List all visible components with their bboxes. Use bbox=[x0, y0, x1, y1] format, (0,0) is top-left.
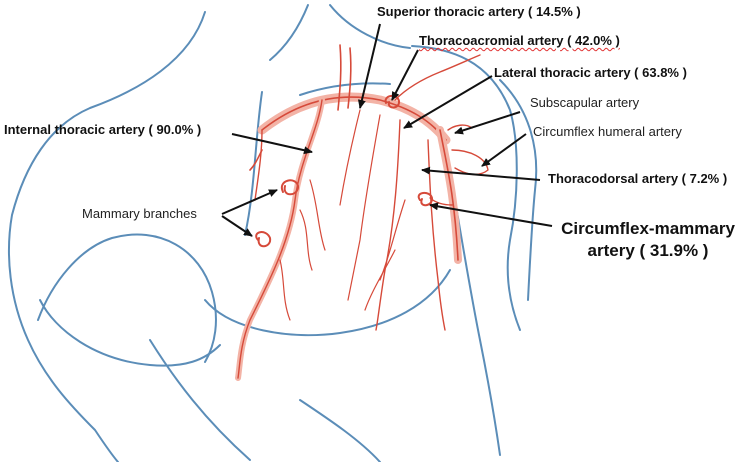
label-subscapular: Subscapular artery bbox=[530, 96, 639, 111]
label-circumflex-mammary-line1: Circumflex-mammary bbox=[550, 218, 746, 240]
right-breast-outline bbox=[205, 270, 450, 335]
annotation-arrows bbox=[222, 24, 552, 236]
label-mammary-branches: Mammary branches bbox=[82, 207, 197, 222]
label-thoracoacromial-text: Thoracoacromial artery ( 42.0% ) bbox=[419, 33, 620, 48]
label-thoracoacromial: Thoracoacromial artery ( 42.0% ) bbox=[419, 34, 620, 49]
arrow-circumflex-humeral bbox=[482, 134, 526, 166]
neck-left bbox=[270, 5, 308, 60]
label-circumflex-mammary-line2: artery ( 31.9% ) bbox=[550, 240, 746, 262]
mammary-branch-coil-lower bbox=[256, 232, 270, 246]
arrow-thoracodorsal bbox=[422, 170, 540, 180]
branch-a bbox=[340, 110, 360, 205]
arrow-thoracoacromial bbox=[392, 50, 418, 100]
arrow-subscapular bbox=[455, 112, 520, 133]
shoulder-right bbox=[412, 46, 520, 330]
left-arm-outline bbox=[9, 12, 205, 462]
branch-d bbox=[380, 200, 405, 280]
lateral-thoracic-path bbox=[376, 120, 400, 330]
label-lateral-thoracic: Lateral thoracic artery ( 63.8% ) bbox=[494, 66, 687, 81]
branch-e bbox=[300, 210, 312, 270]
arrow-internal-thoracic bbox=[232, 134, 312, 152]
left-breast-outline bbox=[40, 300, 220, 366]
circumflex-mammary-coil bbox=[419, 193, 432, 205]
branch-c bbox=[310, 180, 325, 250]
torso-lower bbox=[300, 400, 380, 462]
label-circumflex-mammary: Circumflex-mammary artery ( 31.9% ) bbox=[550, 218, 746, 262]
thoracodorsal-path bbox=[428, 140, 445, 330]
label-internal-thoracic: Internal thoracic artery ( 90.0% ) bbox=[4, 123, 201, 138]
internal-thoracic-path bbox=[238, 100, 322, 378]
left-arm-inner bbox=[38, 235, 216, 362]
label-superior-thoracic: Superior thoracic artery ( 14.5% ) bbox=[377, 5, 581, 20]
label-thoracodorsal: Thoracodorsal artery ( 7.2% ) bbox=[548, 172, 727, 187]
circumflex-humeral-loop bbox=[452, 150, 488, 174]
thoracoacromial-branch bbox=[395, 55, 480, 100]
branch-g bbox=[280, 260, 290, 320]
label-circumflex-humeral: Circumflex humeral artery bbox=[533, 125, 682, 140]
